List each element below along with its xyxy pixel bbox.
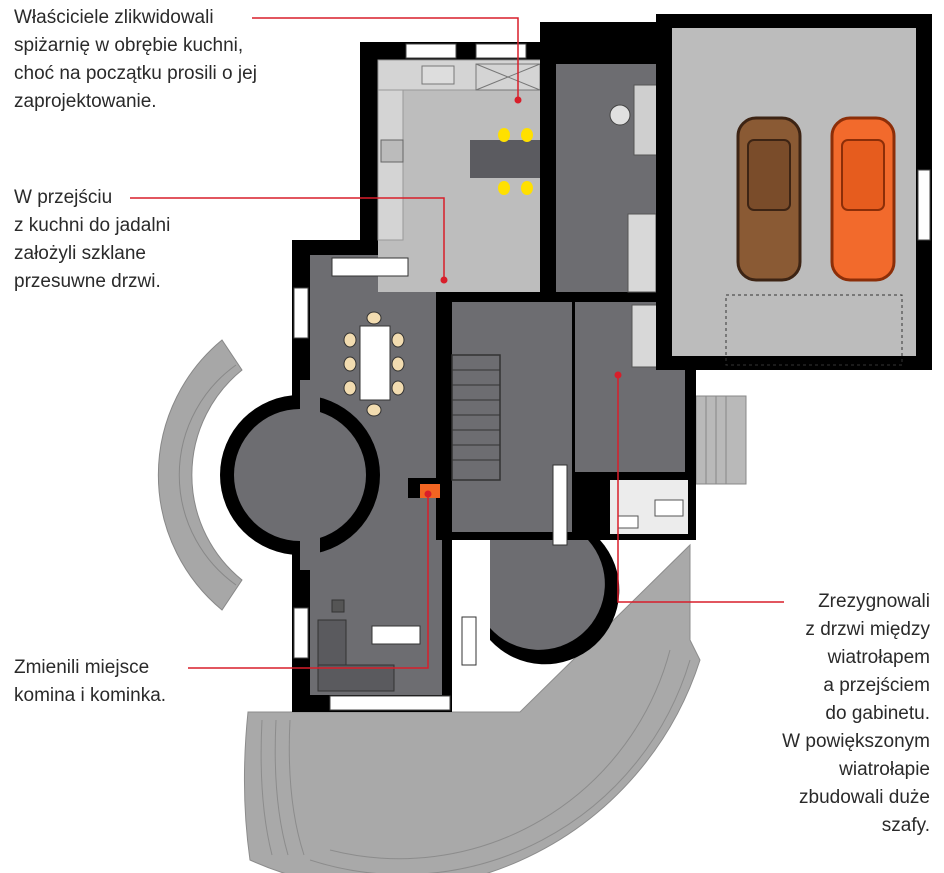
annotation-line: W powiększonym <box>782 731 930 752</box>
callout-lines <box>130 17 784 669</box>
annotation-line: założyli szklane <box>14 243 146 264</box>
annotation-line: wiatrołapie <box>839 759 930 780</box>
windows <box>293 43 931 711</box>
annotation-line: z kuchni do jadalni <box>14 215 171 236</box>
dining-table <box>331 257 409 417</box>
annotation-line: choć na początku prosili o jej <box>14 63 257 84</box>
annotation-line: komina i kominka. <box>14 685 167 706</box>
annotation-line: wiatrołapem <box>827 647 930 668</box>
annotation-sliding-doors: W przejściu z kuchni do jadalni założyli… <box>14 184 170 296</box>
annotation-line: przesuwne drzwi. <box>14 271 161 292</box>
annotation-line: zbudowali duże <box>799 787 930 808</box>
staircase <box>451 354 501 481</box>
annotation-line: Zrezygnowali <box>818 591 930 612</box>
bathroom-floor <box>606 476 692 538</box>
annotation-line: spiżarnię w obrębie kuchni, <box>14 35 244 56</box>
annotation-vestibule: Zrezygnowali z drzwi między wiatrołapem … <box>782 588 930 840</box>
annotation-line: szafy. <box>881 815 930 836</box>
kitchen-floor <box>360 42 556 292</box>
annotation-line: zaprojektowanie. <box>14 91 157 112</box>
utility-room <box>540 22 670 368</box>
annotation-line: Zmienili miejsce <box>14 657 150 678</box>
living-room-furniture <box>317 464 568 692</box>
terrace-bottom <box>243 543 701 873</box>
callout-dots <box>424 96 622 498</box>
car-orange <box>830 116 896 282</box>
fireplace <box>408 478 440 498</box>
annotation-line: a przejściem <box>823 675 930 696</box>
annotation-chimney: Zmienili miejsce komina i kominka. <box>14 654 166 710</box>
car-brown <box>736 116 802 282</box>
annotation-line: z drzwi między <box>805 619 930 640</box>
annotation-line: Właściciele zlikwidowali <box>14 7 214 28</box>
annotation-line: W przejściu <box>14 187 113 208</box>
annotation-pantry: Właściciele zlikwidowali spiżarnię w obr… <box>14 4 257 116</box>
terrace-entrance-steps <box>695 395 747 485</box>
annotation-line: do gabinetu. <box>825 703 930 724</box>
terrace-left <box>157 339 243 611</box>
